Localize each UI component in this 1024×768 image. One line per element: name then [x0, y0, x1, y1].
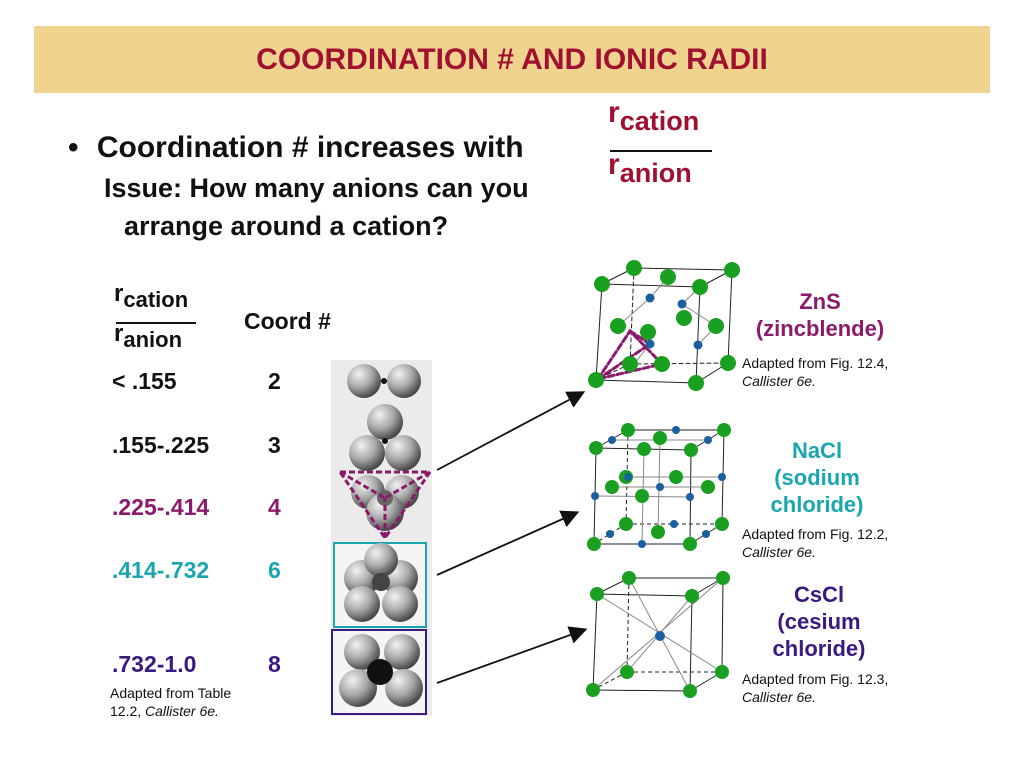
- crystal-label-nacl: NaCl (sodium chloride): [727, 437, 907, 518]
- table-source-plain: 12.2,: [110, 703, 146, 719]
- cscl-subtitle-2: chloride): [772, 636, 866, 661]
- title-banner: COORDINATION # AND IONIC RADII: [34, 26, 990, 93]
- denominator-word: anion: [619, 158, 692, 188]
- crystal-label-cscl: CsCl (cesium chloride): [729, 581, 909, 662]
- coordination-sphere-column: [331, 360, 433, 716]
- cscl-source-italic: Callister 6e.: [742, 689, 816, 705]
- small-numerator-r: r: [114, 280, 124, 307]
- ratio-range-5: .732-1.0: [112, 651, 197, 677]
- nacl-subtitle-1: (sodium: [774, 465, 860, 490]
- fraction-bar: [610, 150, 712, 152]
- nacl-subtitle-2: chloride): [770, 492, 864, 517]
- numerator-r: r: [608, 96, 620, 129]
- zns-source-plain: Adapted from Fig. 12.4,: [742, 355, 889, 371]
- cn4-tetrahedron: [337, 470, 433, 541]
- coord-header: Coord #: [244, 308, 331, 334]
- ratio-range-3: .225-.414: [112, 494, 210, 520]
- coord-number-3: 4: [268, 494, 281, 520]
- bullet-text: Coordination # increases with: [96, 131, 524, 164]
- fraction-denominator: ranion: [608, 148, 692, 190]
- bullet-marker: •: [68, 131, 79, 164]
- nacl-unit-cell: [587, 423, 731, 551]
- connector-arrows: [436, 391, 588, 684]
- small-denominator: ranion: [114, 320, 183, 354]
- coord-number-4: 6: [268, 557, 281, 583]
- zns-unit-cell: [588, 260, 740, 391]
- small-denominator-r: r: [114, 320, 124, 347]
- slide-title: COORDINATION # AND IONIC RADII: [256, 43, 768, 76]
- ratio-range-2: .155-.225: [112, 432, 210, 458]
- bullet-point: • Coordination # increases with: [68, 131, 524, 165]
- small-fraction-bar: [116, 322, 196, 324]
- denominator-r: r: [608, 148, 620, 181]
- table-source-italic: Callister 6e.: [145, 703, 219, 719]
- nacl-source-italic: Callister 6e.: [742, 544, 816, 560]
- nacl-name: NaCl: [791, 438, 843, 463]
- issue-line-2: arrange around a cation?: [124, 211, 449, 241]
- cscl-source: Adapted from Fig. 12.3, Callister 6e.: [742, 670, 889, 706]
- nacl-source: Adapted from Fig. 12.2, Callister 6e.: [742, 525, 889, 561]
- coord-number-1: 2: [268, 368, 281, 394]
- numerator-word: cation: [619, 106, 700, 136]
- nacl-source-plain: Adapted from Fig. 12.2,: [742, 526, 889, 542]
- table-source: Adapted from Table 12.2, Callister 6e.: [110, 684, 231, 720]
- cscl-subtitle-1: (cesium: [777, 609, 861, 634]
- zns-name: ZnS: [799, 289, 841, 314]
- zns-subtitle: (zincblende): [755, 316, 885, 341]
- table-source-line2: 12.2, Callister 6e.: [110, 702, 231, 720]
- cn2-spheres: [347, 364, 421, 398]
- zns-source: Adapted from Fig. 12.4, Callister 6e.: [742, 354, 888, 390]
- crystal-label-zns: ZnS (zincblende): [730, 288, 910, 342]
- ratio-range-4: .414-.732: [112, 557, 210, 583]
- table-source-line1: Adapted from Table: [110, 685, 232, 701]
- small-numerator: rcation: [114, 280, 189, 314]
- fraction-numerator: rcation: [608, 96, 700, 138]
- arrow-to-cscl: [436, 626, 588, 684]
- cscl-unit-cell: [586, 571, 730, 698]
- issue-line-1: Issue: How many anions can you: [104, 173, 529, 203]
- cscl-source-plain: Adapted from Fig. 12.3,: [742, 671, 889, 687]
- cn6-octahedron: [333, 542, 427, 628]
- coord-number-5: 8: [268, 651, 281, 677]
- arrow-to-zns: [436, 391, 586, 471]
- coord-number-2: 3: [268, 432, 281, 458]
- zns-source-italic: Callister 6e.: [742, 373, 816, 389]
- arrow-to-nacl: [436, 510, 580, 576]
- small-denominator-word: anion: [123, 327, 183, 352]
- cscl-name: CsCl: [793, 582, 845, 607]
- cn8-cubic: [331, 629, 427, 715]
- small-numerator-word: cation: [123, 287, 189, 312]
- cn3-spheres: [349, 404, 421, 471]
- ratio-range-1: < .155: [112, 368, 177, 394]
